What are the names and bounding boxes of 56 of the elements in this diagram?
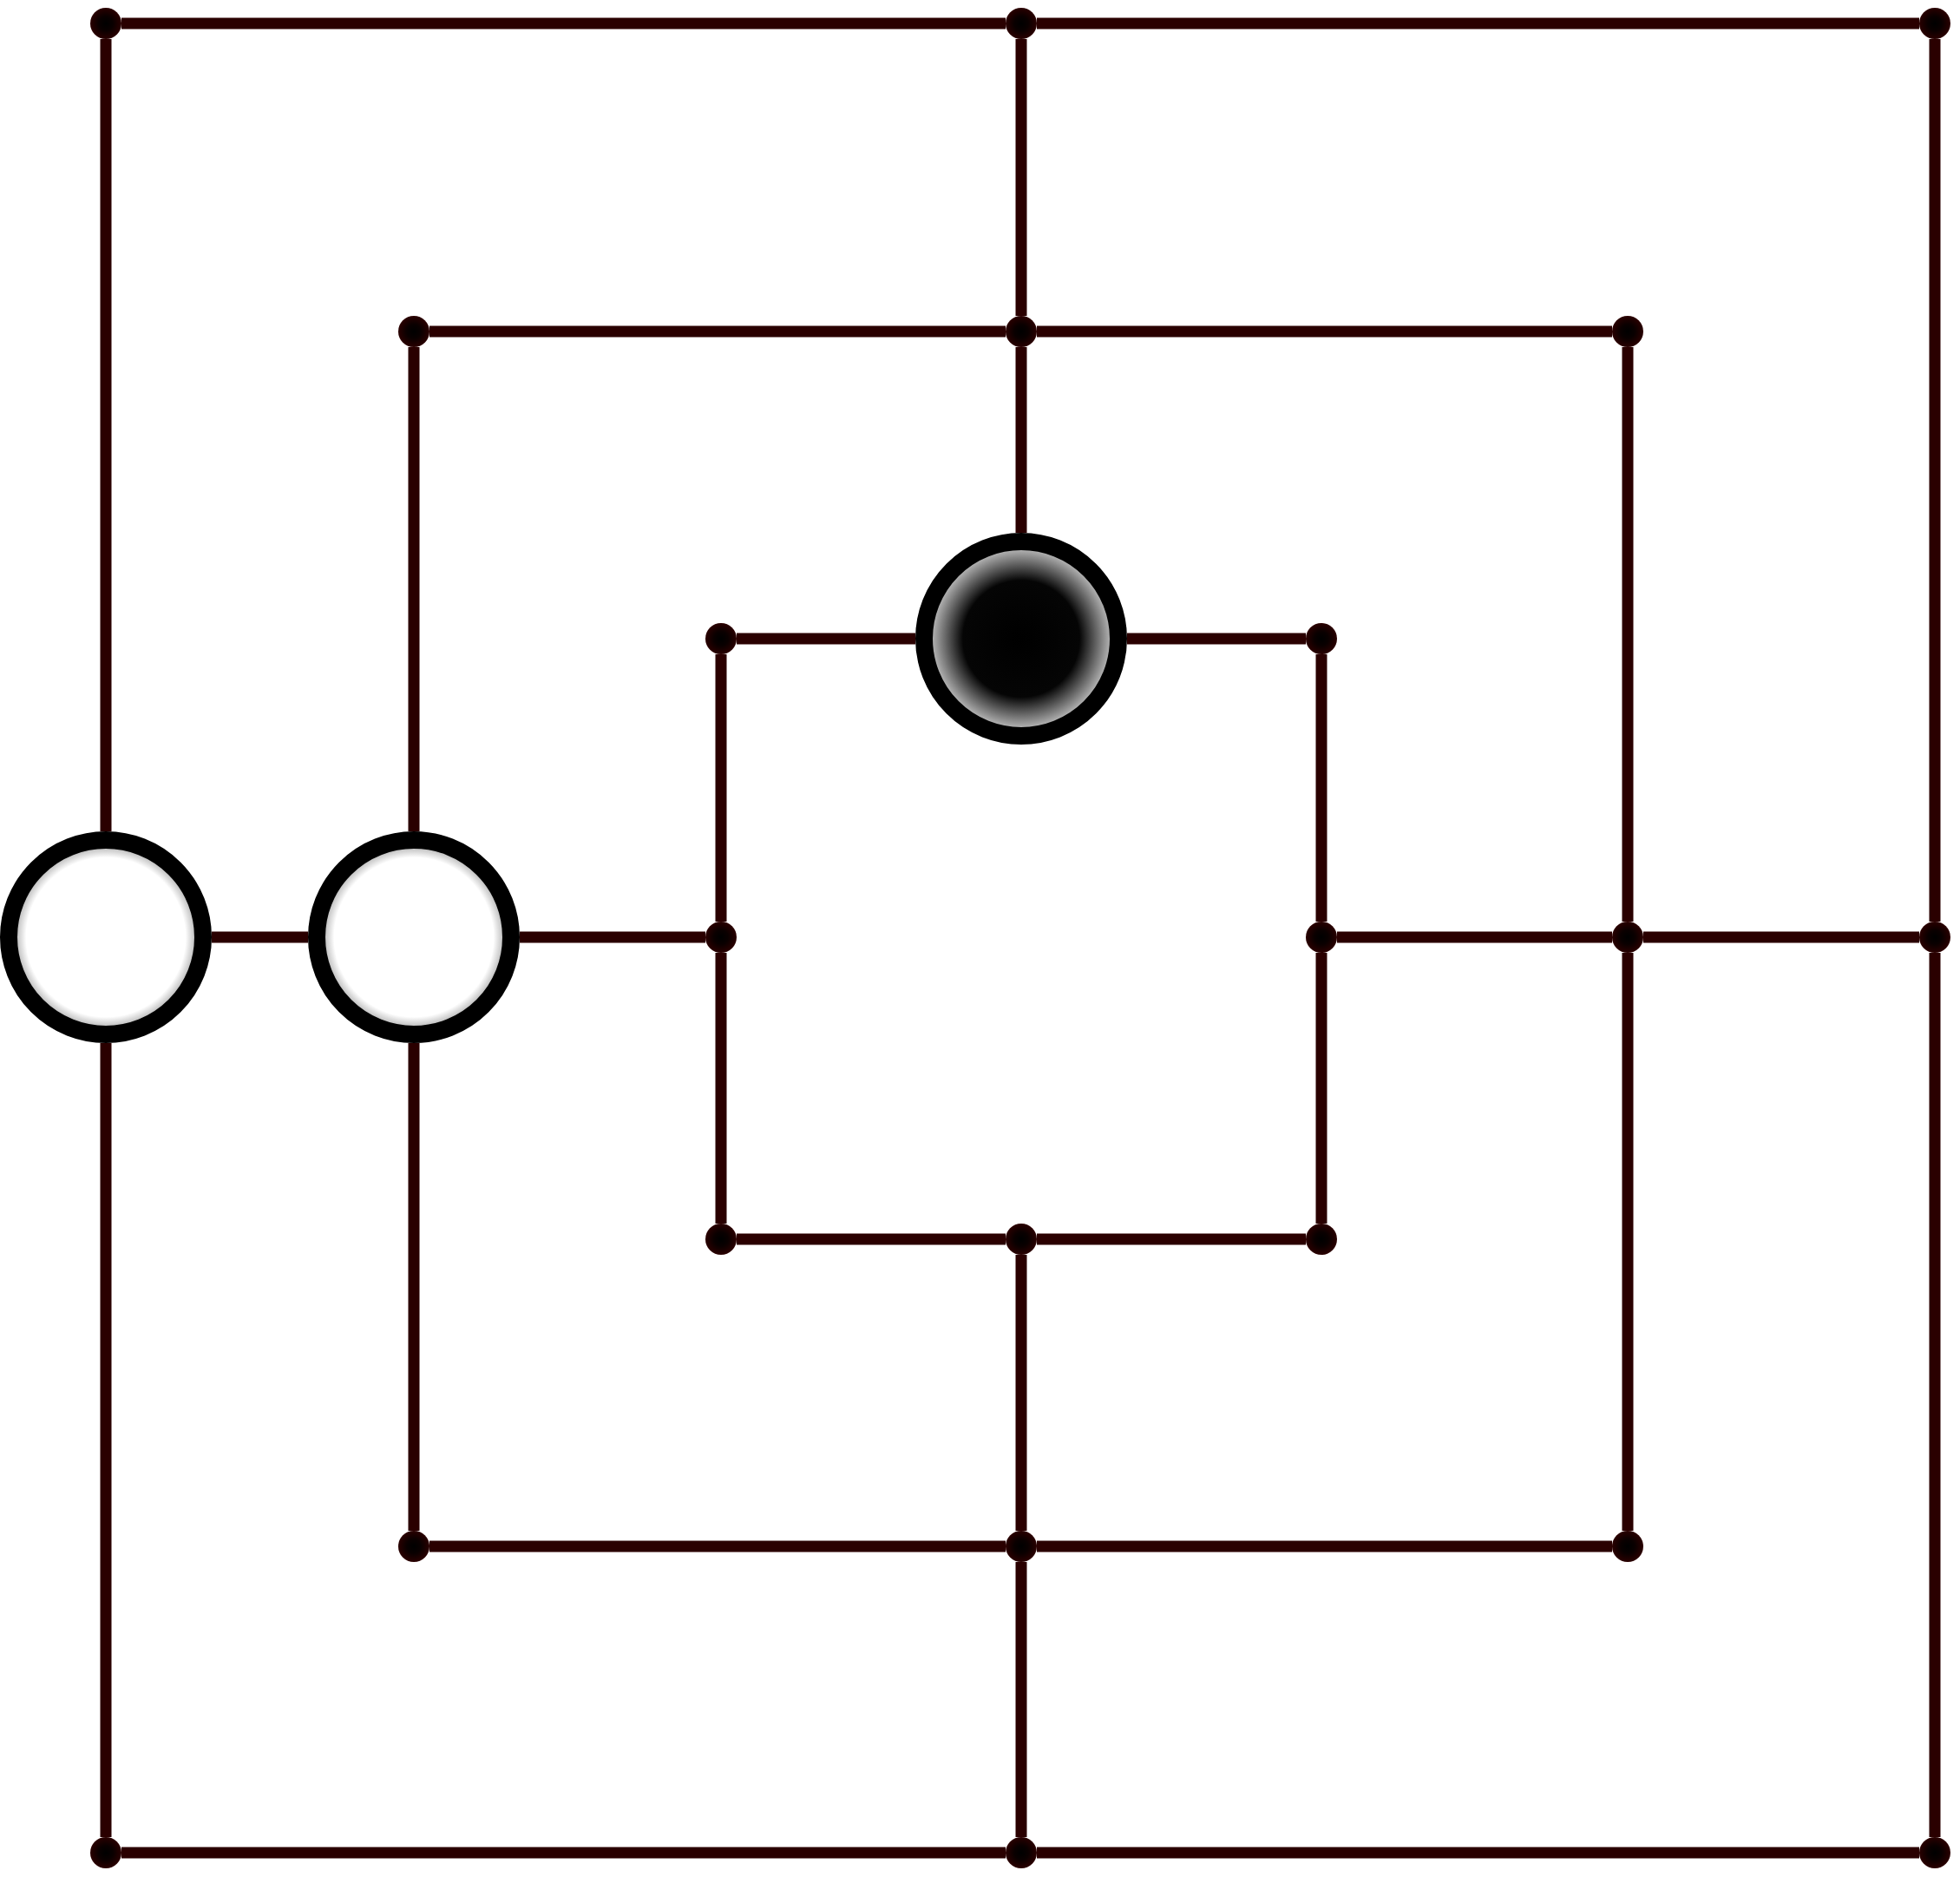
game-piece bbox=[915, 533, 1127, 745]
board-line bbox=[737, 633, 915, 645]
board-line bbox=[1015, 347, 1027, 533]
board-line bbox=[715, 953, 727, 1224]
board-point bbox=[1919, 1837, 1950, 1868]
board-point bbox=[705, 922, 737, 953]
board-line bbox=[1015, 1562, 1027, 1837]
board-point bbox=[1006, 1531, 1037, 1562]
board-line bbox=[100, 1043, 112, 1837]
board-line bbox=[429, 1540, 1006, 1552]
board-line bbox=[408, 347, 420, 831]
board-line bbox=[1037, 1540, 1612, 1552]
board-point bbox=[705, 1224, 737, 1255]
board-point bbox=[1006, 8, 1037, 39]
board-line bbox=[520, 931, 705, 943]
board-line bbox=[1127, 633, 1306, 645]
board-point bbox=[1006, 316, 1037, 347]
board-point bbox=[1919, 922, 1950, 953]
board-line bbox=[1622, 953, 1634, 1531]
board-line bbox=[121, 1847, 1006, 1859]
board-point bbox=[90, 8, 121, 39]
board-point bbox=[1306, 623, 1337, 654]
board-point bbox=[1612, 316, 1643, 347]
board-line bbox=[1643, 931, 1919, 943]
board-line bbox=[737, 1233, 1006, 1245]
board-point bbox=[1612, 1531, 1643, 1562]
board-point bbox=[1306, 922, 1337, 953]
board-line bbox=[212, 931, 308, 943]
board-line bbox=[408, 1043, 420, 1531]
board-point bbox=[1919, 8, 1950, 39]
board-line bbox=[1315, 953, 1327, 1224]
board-line bbox=[715, 654, 727, 922]
board-line bbox=[1015, 39, 1027, 316]
board-line bbox=[1929, 39, 1941, 922]
board-point bbox=[705, 623, 737, 654]
board-point bbox=[1612, 922, 1643, 953]
game-piece bbox=[308, 831, 520, 1043]
board-point bbox=[398, 1531, 429, 1562]
board-line bbox=[1929, 953, 1941, 1837]
board-point bbox=[398, 316, 429, 347]
board-point bbox=[1006, 1224, 1037, 1255]
board-line bbox=[1037, 1847, 1919, 1859]
board-point bbox=[90, 1837, 121, 1868]
board-point bbox=[1306, 1224, 1337, 1255]
board-line bbox=[1037, 17, 1919, 30]
board-line bbox=[1015, 1255, 1027, 1531]
board-line bbox=[429, 325, 1006, 338]
board-line bbox=[1037, 325, 1612, 338]
board-line bbox=[121, 17, 1006, 30]
board-line bbox=[1622, 347, 1634, 922]
board-line bbox=[1315, 654, 1327, 922]
board-line bbox=[1337, 931, 1612, 943]
board-line bbox=[100, 39, 112, 831]
board-line bbox=[1037, 1233, 1306, 1245]
board-point bbox=[1006, 1837, 1037, 1868]
game-piece bbox=[0, 831, 212, 1043]
